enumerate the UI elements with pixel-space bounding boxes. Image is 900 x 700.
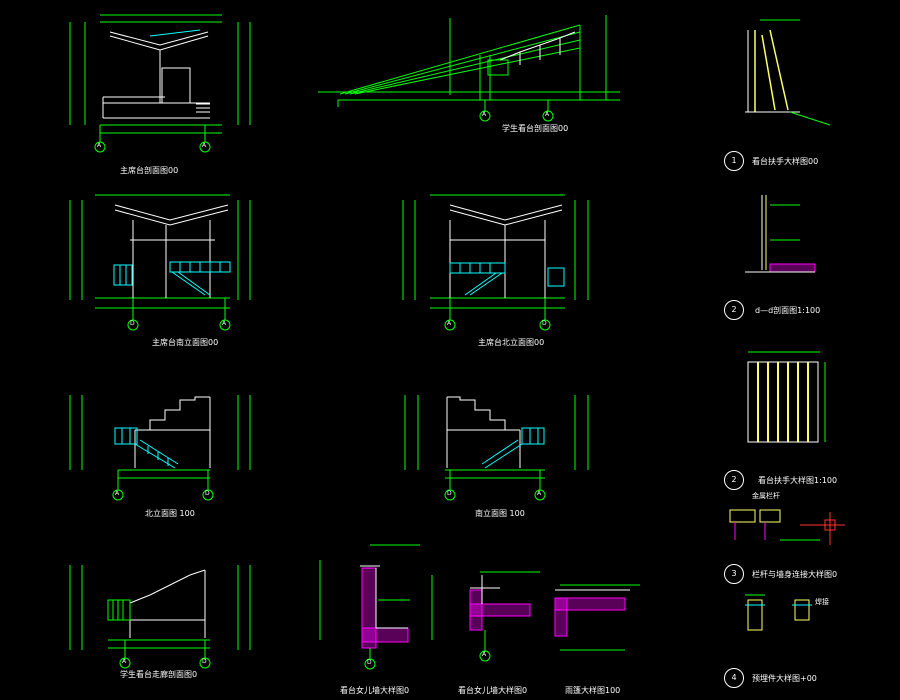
north-elevation-stair-railing bbox=[114, 427, 179, 469]
detail-number-3: 3 bbox=[724, 564, 744, 584]
axis-label-a-9: A bbox=[122, 658, 127, 665]
caption-rail-wall-detail: 栏杆与墙身连接大样图0 bbox=[752, 570, 838, 579]
axis-label-d-2: D bbox=[542, 320, 547, 327]
main-stand-south-elevation-structure bbox=[114, 204, 229, 298]
south-elevation-stair-outline bbox=[446, 396, 521, 468]
caption-section-d: d—d剖面图1:100 bbox=[755, 306, 821, 315]
main-stand-section-structure bbox=[102, 31, 210, 119]
south-elevation-stair-railing bbox=[481, 427, 545, 469]
caption-handrail-detail-2: 看台扶手大样图1:100 bbox=[758, 476, 838, 485]
caption-main-north-elevation: 主席台北立面图00 bbox=[478, 338, 545, 347]
section-d-drawing bbox=[745, 195, 816, 273]
north-elevation-drawing bbox=[69, 395, 251, 490]
caption-main-section: 主席台剖面图00 bbox=[120, 166, 179, 175]
axis-bubbles bbox=[94, 110, 554, 670]
main-stand-section-stairs bbox=[196, 103, 210, 113]
axis-label-a-3: A bbox=[482, 111, 487, 118]
caption-student-section: 学生看台剖面图00 bbox=[502, 124, 569, 133]
main-stand-section-drawing bbox=[69, 14, 251, 142]
student-stand-section-seating bbox=[499, 31, 576, 65]
student-stand-section-drawing bbox=[318, 15, 620, 112]
south-elevation-drawing bbox=[404, 395, 589, 490]
axis-label-a-6: A bbox=[447, 320, 452, 327]
main-stand-south-elevation-drawing bbox=[69, 194, 251, 320]
note-weld: 焊接 bbox=[815, 598, 829, 606]
axis-label-a-2: A bbox=[202, 142, 207, 149]
detail-number-4: 4 bbox=[724, 668, 744, 688]
caption-student-corridor: 学生看台走廊剖面图0 bbox=[120, 670, 198, 679]
student-corridor-section-drawing bbox=[69, 565, 251, 660]
axis-label-a-10: A bbox=[482, 651, 487, 658]
parapet-detail-2-drawing bbox=[431, 571, 540, 652]
main-stand-north-elevation-railings bbox=[449, 262, 565, 296]
note-metal-rail: 金属栏杆 bbox=[752, 492, 780, 500]
student-corridor-section-railing bbox=[107, 599, 131, 621]
embed-detail-drawing bbox=[745, 594, 812, 631]
axis-label-a-4: A bbox=[545, 111, 550, 118]
caption-parapet-detail-1: 看台女儿墙大样图0 bbox=[340, 686, 410, 695]
detail-number-1: 1 bbox=[724, 151, 744, 171]
handrail-detail-1-drawing bbox=[745, 19, 831, 126]
caption-eave-detail: 雨篷大样图100 bbox=[565, 686, 621, 695]
caption-main-south-elevation: 主席台南立面图00 bbox=[152, 338, 219, 347]
detail-number-2b: 2 bbox=[724, 470, 744, 490]
parapet-detail-1-drawing bbox=[319, 544, 420, 660]
caption-north-elevation: 北立面图 100 bbox=[145, 509, 195, 518]
rail-wall-detail-drawing bbox=[729, 509, 845, 545]
eave-detail-drawing bbox=[554, 584, 640, 651]
caption-embed-detail: 预埋件大样图+00 bbox=[752, 674, 817, 683]
axis-label-a-1: A bbox=[97, 142, 102, 149]
axis-label-a-7: A bbox=[115, 490, 120, 497]
handrail-detail-2-drawing bbox=[747, 351, 826, 443]
caption-parapet-detail-2: 看台女儿墙大样图0 bbox=[458, 686, 528, 695]
caption-handrail-detail-1: 看台扶手大样图00 bbox=[752, 157, 819, 166]
main-stand-north-elevation-drawing bbox=[402, 194, 589, 320]
axis-label-d-1: D bbox=[130, 320, 135, 327]
axis-label-d-3: D bbox=[205, 490, 210, 497]
detail-number-2a: 2 bbox=[724, 300, 744, 320]
caption-south-elevation: 南立面图 100 bbox=[475, 509, 525, 518]
axis-label-d-6: D bbox=[367, 659, 372, 666]
axis-label-d-5: D bbox=[202, 658, 207, 665]
axis-label-a-8: A bbox=[537, 490, 542, 497]
axis-label-a-5: A bbox=[222, 320, 227, 327]
axis-label-d-4: D bbox=[447, 490, 452, 497]
main-stand-north-elevation-structure bbox=[449, 204, 563, 298]
north-elevation-stair-outline bbox=[134, 396, 211, 468]
main-stand-south-elevation-railings bbox=[113, 261, 231, 296]
